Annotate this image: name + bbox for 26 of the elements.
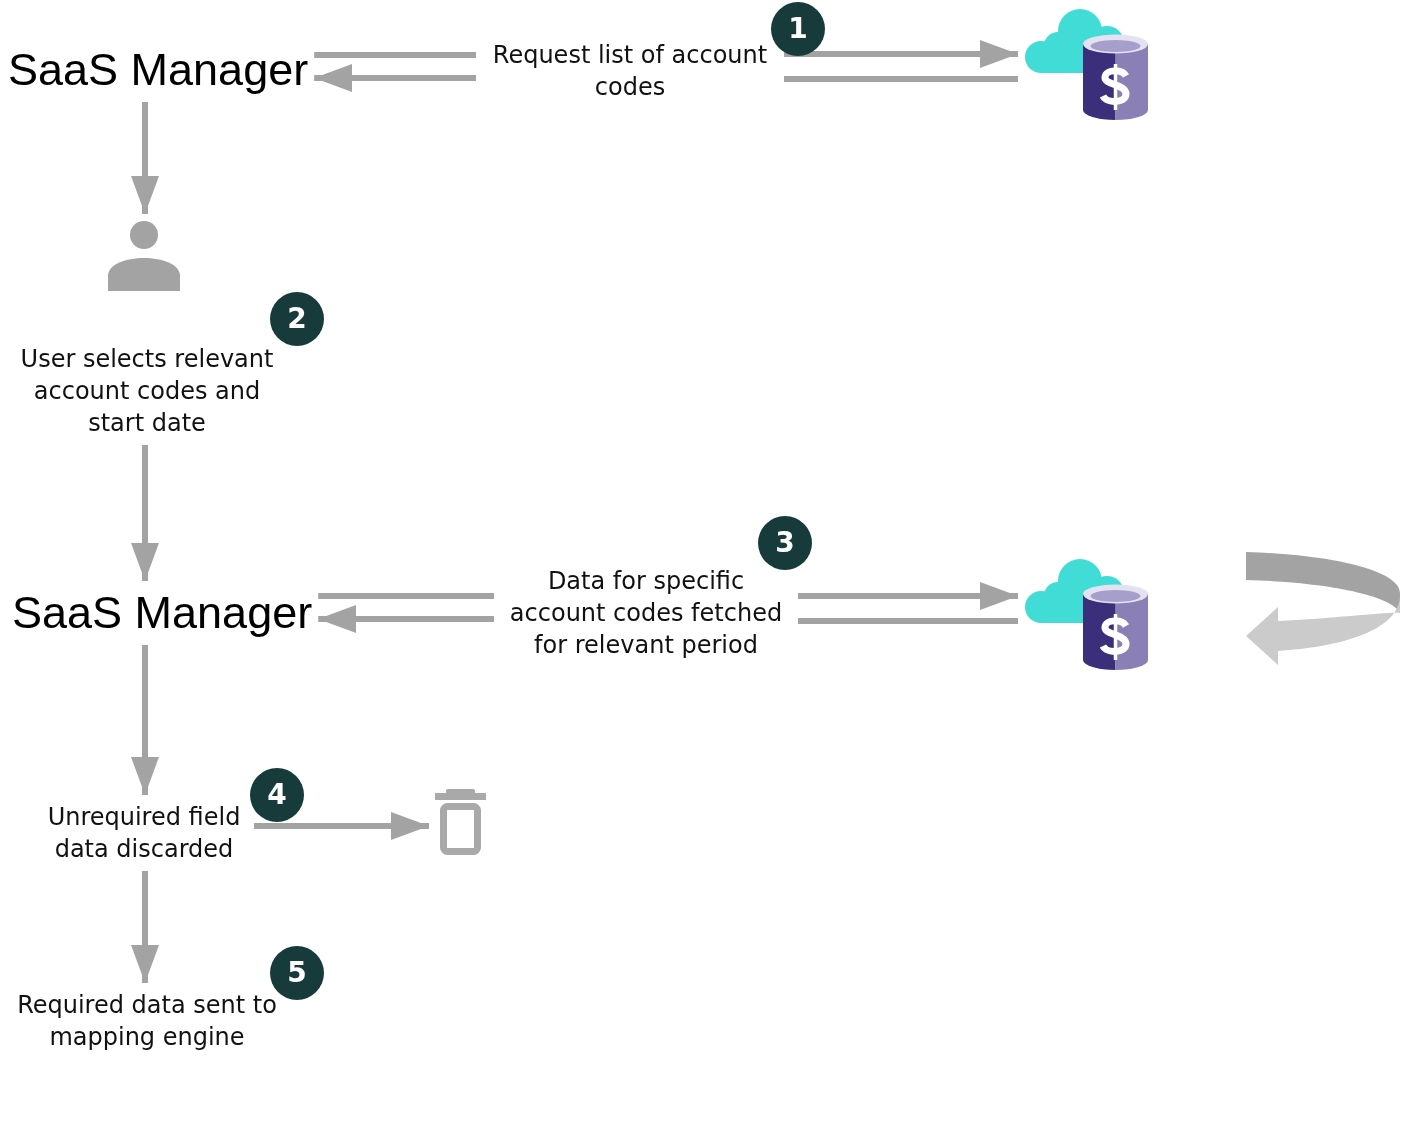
- step-number: 2: [270, 292, 324, 346]
- arrow: [318, 605, 494, 633]
- arrow: [314, 64, 476, 92]
- system-name: SaaS Manager: [12, 587, 313, 639]
- arrow: [131, 645, 159, 795]
- connector-line: [784, 76, 1018, 82]
- step-number: 4: [250, 768, 304, 822]
- step-description: Unrequired field data discarded: [40, 801, 248, 865]
- arrow: [131, 102, 159, 214]
- arrow: [131, 871, 159, 983]
- trash-icon: [435, 789, 486, 855]
- step-number: 5: [270, 946, 324, 1000]
- arrow: [798, 582, 1018, 610]
- step-description: User selects relevant account codes and start date: [12, 343, 282, 439]
- arrow: [254, 812, 429, 840]
- user-icon: [108, 220, 180, 291]
- cloud-database-icon: [1024, 8, 1149, 121]
- arrow: [784, 40, 1018, 68]
- step-number: 1: [771, 2, 825, 56]
- system-name: SaaS Manager: [8, 44, 309, 96]
- cloud-database-icon: [1024, 558, 1149, 671]
- arrow: [131, 445, 159, 581]
- connector-line: [798, 618, 1018, 624]
- connector-line: [318, 593, 494, 599]
- step-number: 3: [758, 516, 812, 570]
- connector-line: [314, 52, 476, 58]
